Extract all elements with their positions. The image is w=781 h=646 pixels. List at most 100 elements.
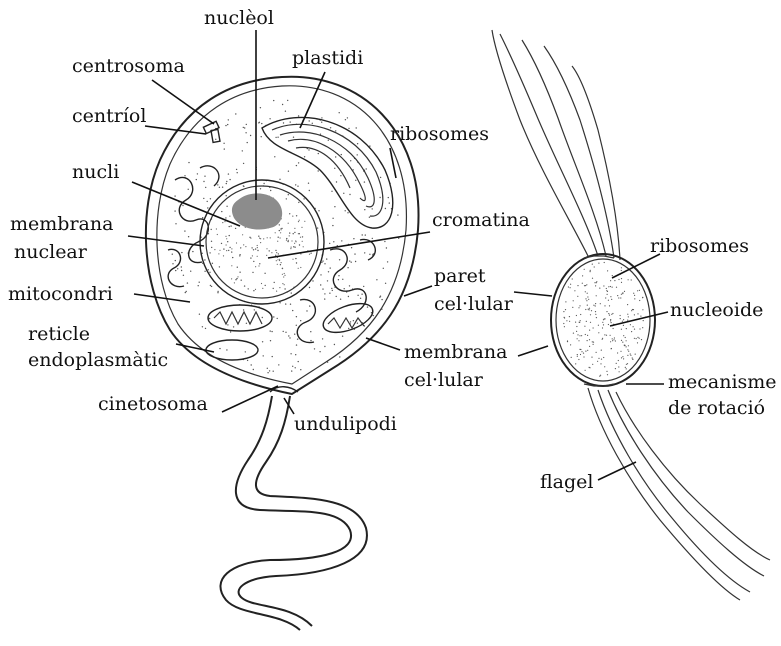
stipple-dot xyxy=(181,266,182,267)
stipple-dot xyxy=(198,285,199,286)
stipple-dot xyxy=(177,268,178,269)
stipple-dot xyxy=(639,328,640,329)
stipple-dot xyxy=(360,298,361,299)
stipple-dot xyxy=(318,153,319,154)
label-centrosoma: centrosoma xyxy=(72,55,185,77)
stipple-dot xyxy=(273,371,274,372)
stipple-dot xyxy=(209,252,210,253)
stipple-dot xyxy=(225,236,226,237)
stipple-dot xyxy=(348,296,349,297)
stipple-dot xyxy=(593,305,594,306)
stipple-dot xyxy=(606,288,607,289)
stipple-dot xyxy=(218,253,219,254)
stipple-dot xyxy=(353,238,354,239)
stipple-dot xyxy=(602,327,603,328)
stipple-dot xyxy=(345,210,346,211)
stipple-dot xyxy=(257,245,258,246)
stipple-dot xyxy=(608,286,609,287)
stipple-dot xyxy=(327,280,328,281)
stipple-dot xyxy=(569,316,570,317)
stipple-dot xyxy=(380,296,381,297)
stipple-dot xyxy=(585,351,586,352)
stipple-dot xyxy=(357,323,358,324)
stipple-dot xyxy=(217,291,218,292)
stipple-dot xyxy=(634,298,635,299)
stipple-dot xyxy=(244,127,245,128)
stipple-dot xyxy=(596,317,597,318)
stipple-dot xyxy=(610,335,611,336)
stipple-dot xyxy=(610,280,611,281)
labels: nuclèol centrosoma plastidi centríol rib… xyxy=(8,7,777,493)
stipple-dot xyxy=(226,181,227,182)
stipple-dot xyxy=(639,338,640,339)
stipple-dot xyxy=(214,249,215,250)
stipple-dot xyxy=(332,225,333,226)
stipple-dot xyxy=(288,223,289,224)
stipple-dot xyxy=(227,241,228,242)
stipple-dot xyxy=(181,270,182,271)
stipple-dot xyxy=(577,356,578,357)
stipple-dot xyxy=(251,364,252,365)
stipple-dot xyxy=(578,307,579,308)
stipple-dot xyxy=(229,179,230,180)
stipple-dot xyxy=(288,335,289,336)
stipple-dot xyxy=(317,227,318,228)
label-mecanisme-2: de rotació xyxy=(668,397,765,419)
stipple-dot xyxy=(210,198,211,199)
stipple-dot xyxy=(237,276,238,277)
stipple-dot xyxy=(298,233,299,234)
stipple-dot xyxy=(619,371,620,372)
stipple-dot xyxy=(175,260,176,261)
stipple-dot xyxy=(246,124,247,125)
label-membrana-cellular-2: cel·lular xyxy=(404,369,484,391)
stipple-dot xyxy=(579,349,580,350)
stipple-dot xyxy=(226,206,227,207)
stipple-dot xyxy=(301,227,302,228)
stipple-dot xyxy=(606,371,607,372)
stipple-dot xyxy=(217,292,218,293)
stipple-dot xyxy=(626,368,627,369)
stipple-dot xyxy=(258,236,259,237)
stipple-dot xyxy=(300,267,301,268)
stipple-dot xyxy=(595,314,596,315)
stipple-dot xyxy=(598,263,599,264)
stipple-dot xyxy=(318,210,319,211)
stipple-dot xyxy=(297,186,298,187)
stipple-dot xyxy=(288,171,289,172)
label-mecanisme-1: mecanisme xyxy=(668,371,777,393)
stipple-dot xyxy=(263,355,264,356)
stipple-dot xyxy=(590,314,591,315)
stipple-dot xyxy=(187,282,188,283)
stipple-dot xyxy=(276,252,277,253)
stipple-dot xyxy=(235,113,236,114)
stipple-dot xyxy=(272,356,273,357)
stipple-dot xyxy=(221,211,222,212)
stipple-dot xyxy=(258,265,259,266)
stipple-dot xyxy=(298,162,299,163)
stipple-dot xyxy=(634,314,635,315)
stipple-dot xyxy=(587,293,588,294)
stipple-dot xyxy=(609,315,610,316)
nucleus xyxy=(200,180,324,304)
stipple-dot xyxy=(261,123,262,124)
stipple-dot xyxy=(385,283,386,284)
stipple-dot xyxy=(584,326,585,327)
stipple-dot xyxy=(295,354,296,355)
stipple-dot xyxy=(257,256,258,257)
stipple-dot xyxy=(329,293,330,294)
stipple-dot xyxy=(275,232,276,233)
stipple-dot xyxy=(588,299,589,300)
stipple-dot xyxy=(255,248,256,249)
stipple-dot xyxy=(356,127,357,128)
stipple-dot xyxy=(627,363,628,364)
stipple-dot xyxy=(587,305,588,306)
stipple-dot xyxy=(243,309,244,310)
stipple-dot xyxy=(628,351,629,352)
stipple-dot xyxy=(245,351,246,352)
stipple-dot xyxy=(640,316,641,317)
stipple-dot xyxy=(250,135,251,136)
stipple-dot xyxy=(270,330,271,331)
stipple-dot xyxy=(355,261,356,262)
stipple-dot xyxy=(620,351,621,352)
stipple-dot xyxy=(576,326,577,327)
